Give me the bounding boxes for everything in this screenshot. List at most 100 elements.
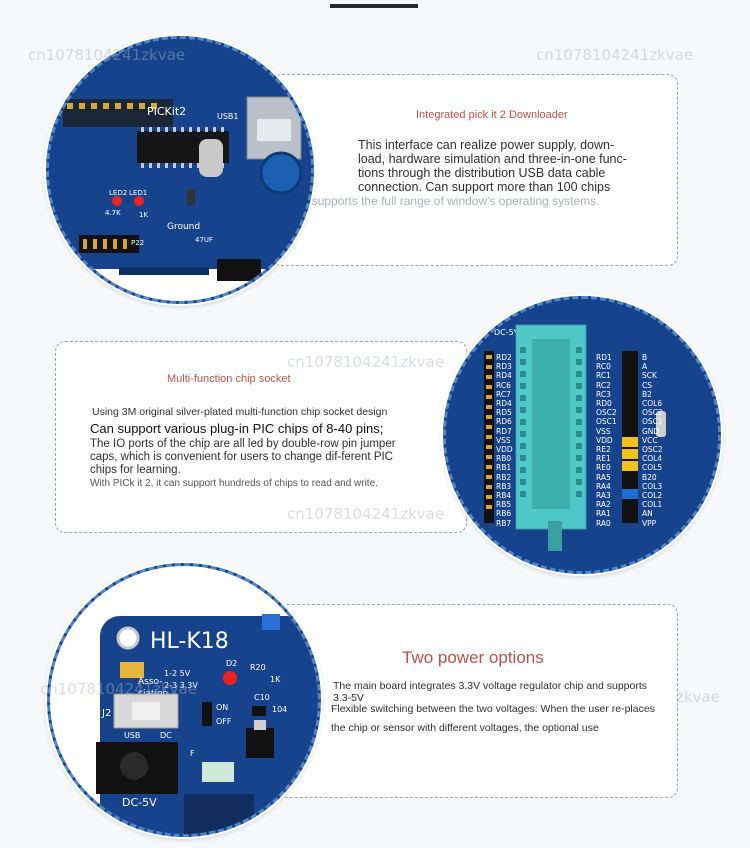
pin-label: COL2 <box>642 491 663 501</box>
pin-label: RB3 <box>496 481 512 491</box>
board-label-assoc: Asso- <box>138 677 162 687</box>
board-label-j2: J2 <box>101 708 111 719</box>
pin-label: RD5 <box>496 408 512 418</box>
pin-label: RC2 <box>596 380 611 390</box>
pin-label: RD1 <box>596 353 612 362</box>
pin-label: RB5 <box>496 500 512 510</box>
pin-label: VPP <box>642 518 657 528</box>
pin-label: RD3 <box>496 362 512 372</box>
section2-board-photo: DC-5V RD2 RD3 RD4 RC6 RC7 RD4 RD5 RD6 RD… <box>443 296 721 574</box>
pin-label: VSS <box>596 426 611 436</box>
pin-label: RB0 <box>496 454 512 464</box>
pin-label: OSC2 <box>642 445 663 455</box>
pin-label: COL3 <box>642 481 663 491</box>
pin-label: OSC2 <box>642 408 663 418</box>
pin-label: A <box>642 362 648 372</box>
section2-line1: Using 3M original silver-plated multi-fu… <box>92 406 388 418</box>
pin-label: VDD <box>496 445 513 455</box>
board-label-dc5v: DC-5V <box>122 796 157 809</box>
pin-label: RA2 <box>596 500 611 510</box>
board-label-led2: LED2 <box>109 189 127 197</box>
pin-label: RC1 <box>596 371 611 381</box>
pin-label: OSC1 <box>596 417 617 427</box>
pin-label: B2 <box>642 389 652 399</box>
pin-label: RA5 <box>596 472 611 482</box>
pin-label: RB2 <box>496 472 512 482</box>
board-label-1k: 1K <box>270 675 281 684</box>
board-label-usb: USB <box>124 731 140 740</box>
section2-line2: Can support various plug-in PIC chips of… <box>90 421 384 436</box>
pin-label: RD2 <box>496 353 512 362</box>
pin-label: GND <box>642 426 660 436</box>
right-pin-labels: RD1 RC0 RC1 RC2 RC3 RD0 OSC2 OSC1 VSS VD… <box>596 353 617 528</box>
pin-label: RD4 <box>496 371 512 381</box>
pin-label: B <box>642 353 648 362</box>
board-label-voltage2: 2-3 3.3V <box>164 681 198 690</box>
board-label-cap: 47UF <box>195 236 213 244</box>
board-model-label: HL-K18 <box>150 629 229 654</box>
board-label-usb1: USB1 <box>217 112 239 121</box>
pin-label: RD7 <box>496 426 512 436</box>
pin-label: RB7 <box>496 518 512 528</box>
section1-card <box>272 74 678 266</box>
pin-label: COL6 <box>642 399 663 409</box>
far-right-pin-labels: B A SCK CS B2 COL6 OSC2 OSC1 GND VCC OSC… <box>642 353 663 528</box>
section3-board-photo: HL-K18 1-2 5V 2-3 3.3V Asso- ciation R20… <box>47 563 321 837</box>
pin-label: RD4 <box>496 399 512 409</box>
section2-line3: The IO ports of the chip are all led by … <box>90 438 396 476</box>
board-label-dc: DC <box>160 731 172 740</box>
section1-title: Integrated pick it 2 Downloader <box>416 109 568 121</box>
pin-label: RE2 <box>596 445 611 455</box>
pin-label: VSS <box>496 435 511 445</box>
pin-label: VDD <box>596 435 613 445</box>
section1-board-photo: PICKit2 USB1 LED1 LED2 4.7K 1K Ground 47… <box>46 36 314 304</box>
pin-label: RA1 <box>596 509 611 519</box>
board-label-led1: LED1 <box>129 189 147 197</box>
watermark-text: cn1078104241zkvae <box>536 46 694 64</box>
board-label-c10: C10 <box>254 693 270 702</box>
section1-overlay-text: 1707 78 supports the full range of windo… <box>265 194 600 208</box>
pin-label: B20 <box>642 472 657 482</box>
section3-title: Two power options <box>402 648 544 667</box>
watermark-text: cn1078104241zkvae <box>40 680 198 698</box>
pin-label: RC0 <box>596 362 611 372</box>
pin-label: CS <box>642 380 652 390</box>
pin-label: RA3 <box>596 491 611 501</box>
pin-label: VCC <box>642 435 658 445</box>
board-label-r20: R20 <box>250 663 266 672</box>
pin-label: RB1 <box>496 463 512 473</box>
pin-label: RE0 <box>596 463 611 473</box>
watermark-text: zkvae <box>676 688 720 706</box>
section2-card <box>55 341 467 533</box>
pin-label: RC3 <box>596 389 611 399</box>
section3-card <box>272 604 678 798</box>
board-label-pickit: PICKit2 <box>147 105 186 118</box>
board-label-dc5v-top: DC-5V <box>494 328 520 337</box>
board-label-off: OFF <box>216 717 232 726</box>
section2-line4: With PICk it 2, it can support hundreds … <box>90 478 378 489</box>
section2-title: Multi-function chip socket <box>167 373 291 385</box>
watermark-text: cn1078104241zkvae <box>287 353 445 371</box>
board-label-f: F <box>190 749 195 758</box>
pin-label: COL4 <box>642 454 663 464</box>
pin-label: RC7 <box>496 389 511 399</box>
section1-body: This interface can realize power supply,… <box>358 138 627 194</box>
pin-label: AN <box>642 509 653 519</box>
board-label-d2: D2 <box>226 659 237 668</box>
pin-label: SCK <box>642 371 657 381</box>
board-label-ground: Ground <box>167 222 200 232</box>
pin-label: RE1 <box>596 454 611 464</box>
pin-label: RA4 <box>596 481 611 491</box>
board-label-r2: 1K <box>139 211 148 219</box>
board-label-r1: 4.7K <box>105 209 121 217</box>
section3-body1: The main board integrates 3.3V voltage r… <box>333 680 648 704</box>
pin-label: RA0 <box>596 518 611 528</box>
pin-label: RD0 <box>596 399 612 409</box>
left-pin-labels: RD2 RD3 RD4 RC6 RC7 RD4 RD5 RD6 RD7 VSS … <box>496 353 513 528</box>
pin-label: RC6 <box>496 380 511 390</box>
pin-label: RD6 <box>496 417 512 427</box>
watermark-text: cn1078104241zkvae <box>287 505 445 523</box>
pin-label: RB4 <box>496 491 512 501</box>
pin-label: COL5 <box>642 463 663 473</box>
pin-label: OSC1 <box>642 417 663 427</box>
